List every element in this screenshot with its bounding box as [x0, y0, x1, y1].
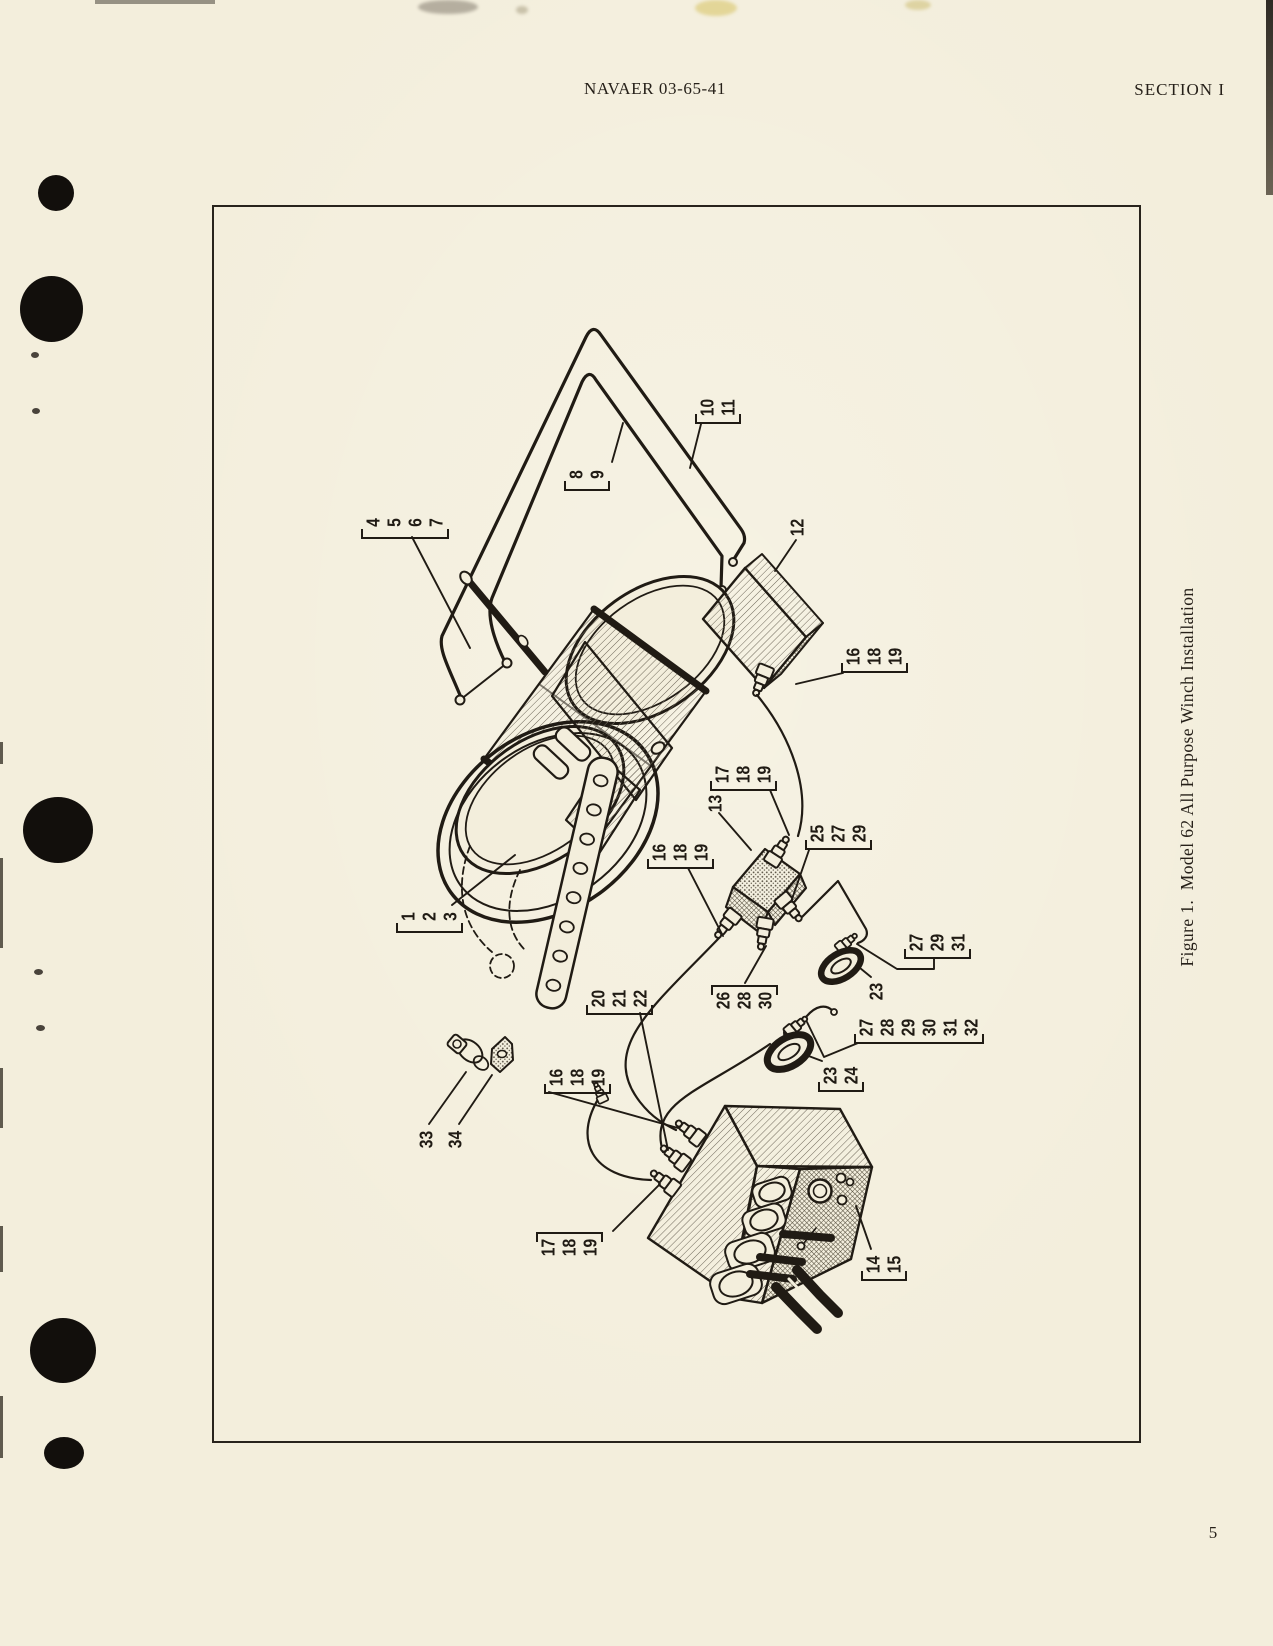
part-number: 34 — [445, 1130, 466, 1149]
header-section: SECTION I — [1134, 80, 1225, 99]
part-number: 33 — [416, 1130, 437, 1149]
scan-edge — [0, 1068, 3, 1128]
ink-speck — [32, 408, 40, 414]
punch-hole — [23, 797, 93, 863]
scan-edge — [0, 1226, 3, 1272]
scan-smudge — [418, 0, 478, 14]
punch-hole — [38, 175, 74, 211]
part-number: 15 — [884, 1255, 905, 1274]
header-doc-number: NAVAER 03-65-41 — [583, 79, 727, 98]
part-number: 24 — [841, 1066, 862, 1085]
part-number: 19 — [588, 1068, 609, 1087]
scan-smudge — [695, 0, 737, 16]
punch-hole — [20, 276, 83, 342]
part-number: 7 — [426, 518, 447, 527]
page-number: 5 — [1208, 1523, 1218, 1542]
part-number: 31 — [948, 933, 969, 952]
part-number: 11 — [718, 399, 739, 416]
scan-edge — [0, 742, 3, 764]
part-number: 3 — [440, 912, 461, 921]
part-number: 23 — [866, 982, 887, 1001]
part-number: 32 — [961, 1018, 982, 1037]
punch-hole — [30, 1318, 96, 1383]
ink-speck — [36, 1025, 45, 1031]
scan-smudge — [516, 6, 528, 14]
part-number: 19 — [754, 765, 775, 784]
ink-speck — [31, 352, 39, 358]
callout-13: 13 — [705, 790, 726, 818]
part-number: 13 — [705, 794, 726, 813]
ink-speck — [34, 969, 43, 975]
part-number: 22 — [630, 989, 651, 1008]
part-number: 19 — [885, 647, 906, 666]
figure-frame — [212, 205, 1141, 1443]
scan-edge — [0, 858, 3, 948]
part-number: 29 — [849, 824, 870, 843]
part-number: 9 — [587, 470, 608, 479]
punch-hole — [44, 1437, 84, 1469]
callout-34: 34 — [445, 1126, 466, 1154]
callout-23-a: 23 — [866, 978, 887, 1006]
callout-33: 33 — [416, 1126, 437, 1154]
scan-edge — [95, 0, 215, 4]
part-number: 19 — [580, 1238, 601, 1257]
callout-12: 12 — [787, 514, 808, 542]
figure-caption: Figure 1. Model 62 All Purpose Winch Ins… — [1177, 587, 1197, 967]
part-number: 19 — [691, 843, 712, 862]
scan-edge — [0, 1396, 3, 1458]
scan-smudge — [905, 0, 931, 10]
part-number: 12 — [787, 518, 808, 537]
scan-edge — [1266, 0, 1273, 195]
part-number: 30 — [755, 991, 776, 1010]
